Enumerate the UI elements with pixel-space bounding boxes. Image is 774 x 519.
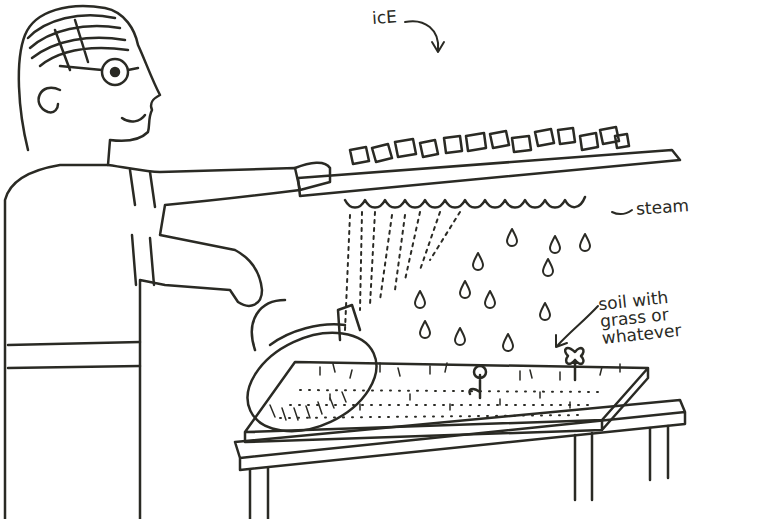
table-legs	[250, 426, 668, 519]
drop	[540, 303, 550, 320]
water-drops	[415, 229, 590, 351]
soil-dots	[280, 390, 600, 418]
ear	[39, 88, 60, 113]
drop	[507, 229, 517, 246]
eye	[111, 68, 119, 76]
head-outline	[19, 6, 160, 165]
drop	[503, 334, 513, 351]
glasses-arm	[60, 66, 138, 70]
flower	[469, 366, 486, 398]
drop	[473, 253, 483, 270]
soil-tray	[245, 348, 648, 442]
leader-line	[612, 210, 632, 214]
drop	[580, 234, 590, 251]
drop	[460, 281, 470, 298]
steam-cloud	[345, 197, 585, 208]
table-top	[235, 400, 685, 470]
kettle-handle	[252, 300, 285, 350]
steam-lines	[345, 212, 460, 330]
table	[235, 400, 685, 519]
sleeve-stripes	[130, 170, 155, 285]
drop	[420, 321, 430, 338]
leader-line	[556, 306, 598, 347]
kettle-spout	[338, 305, 360, 340]
ice-cubes	[350, 127, 629, 164]
drop	[415, 291, 425, 308]
label-text: soil with grass or whatever	[598, 288, 683, 347]
soil-box	[245, 362, 648, 442]
smile	[122, 115, 145, 122]
body-stripe	[8, 342, 140, 368]
drop	[543, 259, 553, 276]
body	[5, 165, 300, 519]
drop	[455, 328, 465, 345]
flower	[565, 348, 583, 380]
drop	[485, 291, 495, 308]
drop	[550, 236, 560, 253]
tray	[298, 150, 680, 196]
person	[5, 6, 330, 519]
glasses-lens	[102, 59, 128, 85]
label-text: steam	[636, 195, 717, 218]
ice-tray	[298, 127, 680, 196]
kettle-lid	[270, 324, 345, 345]
leader-line	[405, 21, 444, 52]
hair	[28, 15, 128, 70]
